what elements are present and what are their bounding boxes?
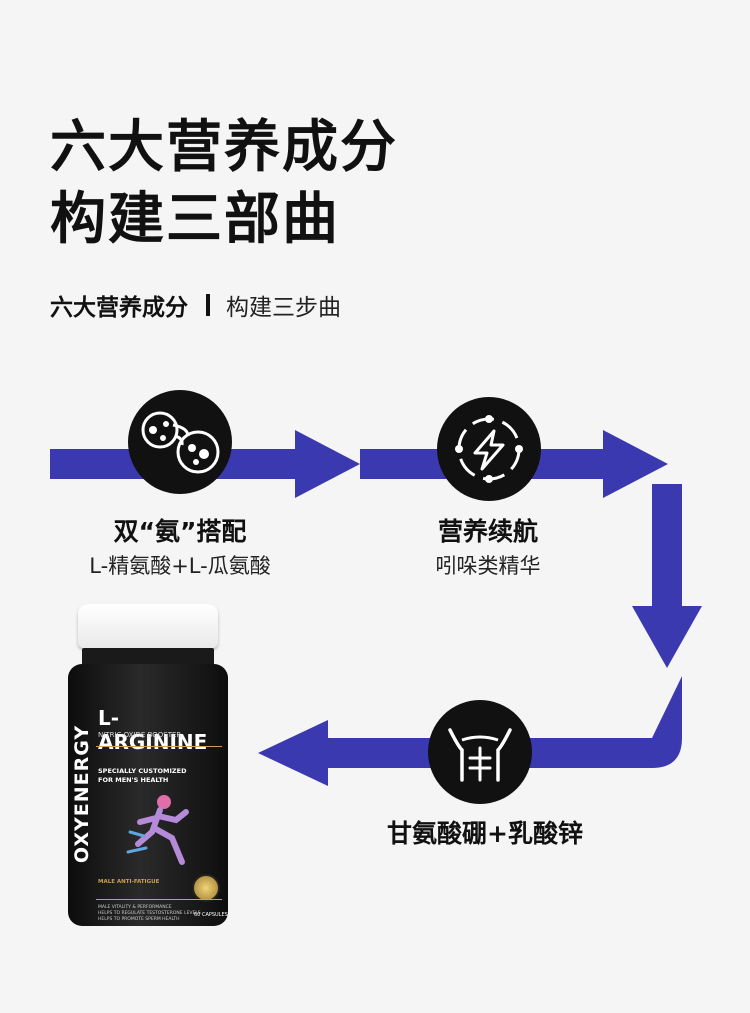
step-3-icon-wrap (428, 700, 532, 804)
page-title: 六大营养成分 构建三部曲 (50, 112, 398, 256)
flow-corner-top (652, 484, 682, 606)
title-line-2: 构建三部曲 (50, 187, 340, 252)
bottle-neck (82, 648, 214, 666)
product-tagline: SPECIALLY CUSTOMIZED FOR MEN'S HEALTH (98, 767, 188, 785)
step-2-heading: 营养续航 (437, 517, 538, 546)
product-bullet-3: HELPS TO PROMOTE SPERM HEALTH (98, 917, 180, 922)
product-tagline-1: SPECIALLY CUSTOMIZED (98, 767, 187, 775)
step-2-icon-wrap (437, 397, 541, 501)
product-capsule-count: 60 CAPSULES (194, 912, 228, 918)
step-1-icon-wrap (128, 390, 232, 494)
flow-arrowhead-down (632, 606, 702, 668)
step-2-detail: 吲哚类精华 (435, 554, 541, 578)
energy-ring-icon (455, 415, 523, 483)
flow-line-return (328, 676, 682, 768)
gold-divider-bottom (96, 899, 222, 900)
title-line-1: 六大营养成分 (50, 115, 398, 180)
quality-seal (192, 874, 220, 902)
product-bullets: MALE VITALITY & PERFORMANCE HELPS TO REG… (98, 905, 208, 923)
step-1-label: 双“氨”搭配 L-精氨酸+L-瓜氨酸 (70, 514, 290, 582)
step-1-heading: 双“氨”搭配 (113, 517, 247, 546)
gold-divider-top (96, 746, 222, 747)
torso-icon (448, 728, 512, 782)
product-bullet-1: MALE VITALITY & PERFORMANCE (98, 905, 172, 910)
step-1-detail: L-精氨酸+L-瓜氨酸 (89, 554, 271, 578)
flow-arrowhead-2 (603, 430, 668, 498)
product-name: L-ARGININE (98, 706, 208, 754)
product-brand: OXYENERGY (71, 724, 93, 864)
product-bottle: OXYENERGY L-ARGININE NITRIC OXIDE BOOSTE… (62, 604, 234, 926)
subtitle-separator (206, 294, 210, 316)
flow-arrowhead-left (258, 720, 328, 786)
runner-graphic (126, 795, 189, 865)
step-3-label: 甘氨酸硼+乳酸锌 (360, 816, 610, 852)
step-3-heading: 甘氨酸硼+乳酸锌 (387, 819, 583, 848)
subtitle-secondary: 构建三步曲 (226, 295, 341, 321)
bottle-label: OXYENERGY L-ARGININE NITRIC OXIDE BOOSTE… (68, 664, 228, 926)
flow-arrowhead-1 (295, 430, 360, 498)
subtitle: 六大营养成分 构建三步曲 (50, 288, 341, 322)
bottle-cap (78, 604, 218, 648)
molecule-icon (141, 411, 220, 474)
product-bullet-2: HELPS TO REGULATE TESTOSTERONE LEVELS (98, 911, 201, 916)
product-subtitle: NITRIC OXIDE BOOSTER (98, 731, 182, 739)
step-2-label: 营养续航 吲哚类精华 (390, 514, 586, 582)
product-feature: MALE ANTI-FATIGUE (98, 879, 160, 885)
subtitle-main: 六大营养成分 (50, 295, 188, 321)
product-tagline-2: FOR MEN'S HEALTH (98, 776, 169, 784)
